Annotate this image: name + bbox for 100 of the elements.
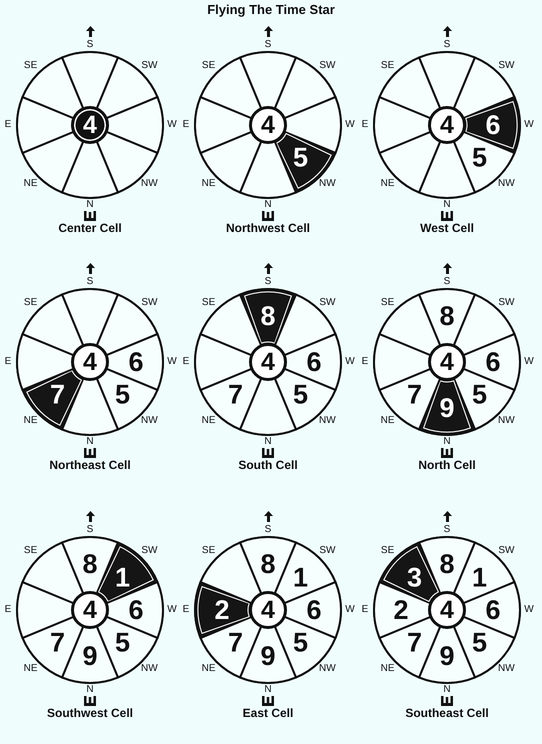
- sector-number: 6: [128, 347, 144, 377]
- direction-label: S: [264, 277, 272, 287]
- hub-number: 4: [440, 598, 454, 622]
- direction-label: SE: [24, 60, 38, 71]
- direction-label: NE: [202, 416, 216, 426]
- sector: [22, 56, 84, 120]
- direction-label: N: [443, 200, 451, 210]
- wheel-caption: Center Cell: [58, 221, 122, 235]
- sector-number: 7: [228, 628, 243, 658]
- direction-label: SW: [498, 546, 514, 556]
- direction-label: NW: [498, 179, 515, 190]
- direction-label: E: [4, 605, 12, 615]
- sector-number: 7: [406, 380, 422, 410]
- direction-label: N: [264, 200, 272, 210]
- direction-label: W: [167, 357, 177, 367]
- wheel-caption: East Cell: [242, 706, 294, 720]
- direction-label: NE: [380, 664, 395, 674]
- direction-label: SW: [141, 60, 158, 71]
- sector: [194, 96, 254, 154]
- sector: [22, 130, 84, 194]
- sector-number: 5: [293, 380, 308, 410]
- wheel-caption: Northeast Cell: [49, 458, 131, 472]
- sector-number: 5: [115, 380, 130, 410]
- direction-label: S: [444, 277, 450, 287]
- wheel-caption: Southwest Cell: [47, 706, 133, 720]
- sector: [22, 294, 84, 356]
- wheel-caption: Northwest Cell: [226, 221, 310, 235]
- direction-label: SW: [498, 298, 514, 308]
- direction-label: N: [264, 685, 272, 695]
- sector-number: 6: [128, 595, 144, 625]
- sector-number: 9: [439, 393, 455, 423]
- direction-label: W: [524, 120, 534, 130]
- direction-label: N: [264, 437, 272, 447]
- direction-label: SE: [202, 60, 216, 71]
- direction-label: NE: [380, 416, 395, 426]
- sector-number: 1: [115, 562, 130, 592]
- direction-label: NW: [319, 416, 336, 426]
- direction-label: E: [4, 357, 12, 367]
- sector: [61, 140, 119, 199]
- direction-label: E: [362, 357, 368, 367]
- direction-label: NW: [319, 179, 336, 190]
- sector-number: 8: [82, 549, 98, 579]
- direction-label: E: [362, 120, 368, 130]
- direction-label: SW: [498, 60, 514, 71]
- sector: [96, 56, 158, 120]
- hub-number: 4: [261, 112, 275, 138]
- direction-label: SE: [202, 546, 216, 556]
- sector-number: 8: [260, 301, 276, 331]
- sector-number: 2: [214, 595, 230, 625]
- sector-number: 9: [439, 641, 455, 671]
- direction-label: E: [362, 605, 368, 615]
- sector-number: 3: [406, 562, 422, 592]
- sector-number: 5: [293, 628, 308, 658]
- sector: [373, 96, 432, 154]
- sector-number: 6: [485, 595, 501, 625]
- sector: [16, 96, 76, 154]
- sector: [96, 130, 158, 194]
- direction-label: SW: [319, 546, 336, 556]
- sector-number: 7: [406, 628, 422, 658]
- direction-label: W: [345, 357, 355, 367]
- direction-label: W: [345, 605, 355, 615]
- direction-label: S: [86, 40, 94, 50]
- sector: [104, 96, 164, 154]
- direction-label: NE: [24, 179, 38, 190]
- direction-label: E: [182, 357, 190, 367]
- direction-label: E: [182, 605, 190, 615]
- direction-label: SW: [319, 60, 336, 71]
- hub-number: 4: [261, 350, 275, 374]
- direction-label: N: [86, 437, 94, 447]
- wheel-caption: West Cell: [420, 221, 474, 235]
- wheel-caption: South Cell: [238, 458, 298, 472]
- sector: [200, 56, 262, 120]
- direction-label: NE: [380, 179, 395, 190]
- direction-label: N: [443, 437, 451, 447]
- direction-label: N: [86, 200, 94, 210]
- sector-number: 5: [472, 628, 488, 658]
- sector: [378, 56, 442, 120]
- sector-number: 6: [485, 110, 501, 140]
- sector-number: 7: [228, 380, 243, 410]
- sector-number: 6: [485, 347, 501, 377]
- direction-label: S: [86, 525, 94, 535]
- direction-label: NW: [141, 416, 158, 426]
- sector: [378, 294, 442, 356]
- direction-label: SE: [24, 546, 38, 556]
- direction-label: NW: [498, 664, 515, 674]
- direction-label: N: [86, 685, 94, 695]
- direction-label: W: [167, 120, 177, 130]
- direction-label: S: [264, 40, 272, 50]
- sector-number: 6: [306, 347, 322, 377]
- direction-label: SE: [380, 60, 394, 71]
- sector-number: 5: [115, 628, 130, 658]
- hub-number: 4: [261, 598, 275, 622]
- direction-label: N: [443, 685, 451, 695]
- direction-label: S: [444, 525, 450, 535]
- hub-number: 4: [83, 598, 97, 622]
- sector-number: 5: [472, 142, 488, 173]
- sector-number: 8: [260, 549, 276, 579]
- sector-number: 5: [472, 380, 488, 410]
- direction-label: SW: [141, 298, 158, 308]
- direction-label: S: [86, 277, 94, 287]
